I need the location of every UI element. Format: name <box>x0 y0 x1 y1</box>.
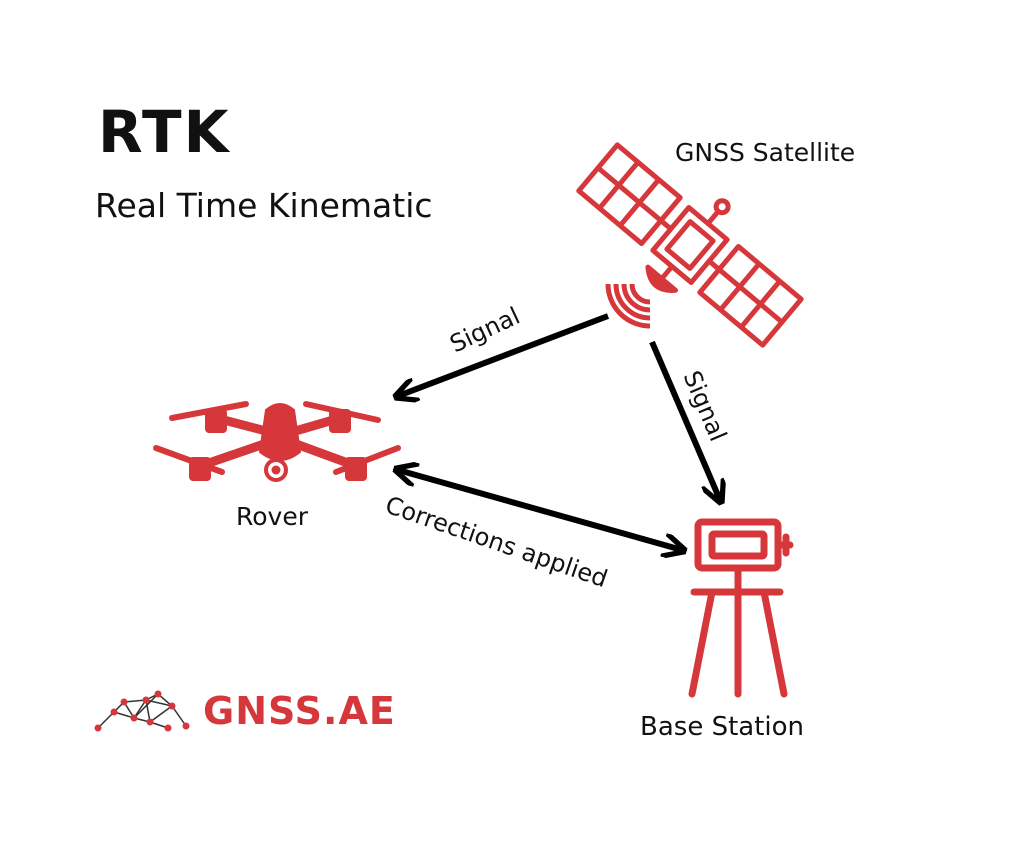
signal-arrow-to-base <box>649 340 720 500</box>
surveying-tripod-icon <box>688 518 794 698</box>
network-mountain-logo <box>94 690 190 732</box>
signal-arrow-to-rover <box>398 313 610 396</box>
drone-icon <box>153 401 401 482</box>
rover-label: Rover <box>236 502 308 531</box>
diagram-title: RTK <box>98 98 231 166</box>
satellite-label: GNSS Satellite <box>675 138 856 167</box>
base-station-label: Base Station <box>640 712 805 742</box>
corrections-arrow <box>398 470 682 550</box>
diagram-subtitle: Real Time Kinematic <box>95 186 433 225</box>
satellite-icon <box>576 142 804 348</box>
brand-logo-text: GNSS.AE <box>203 689 396 733</box>
